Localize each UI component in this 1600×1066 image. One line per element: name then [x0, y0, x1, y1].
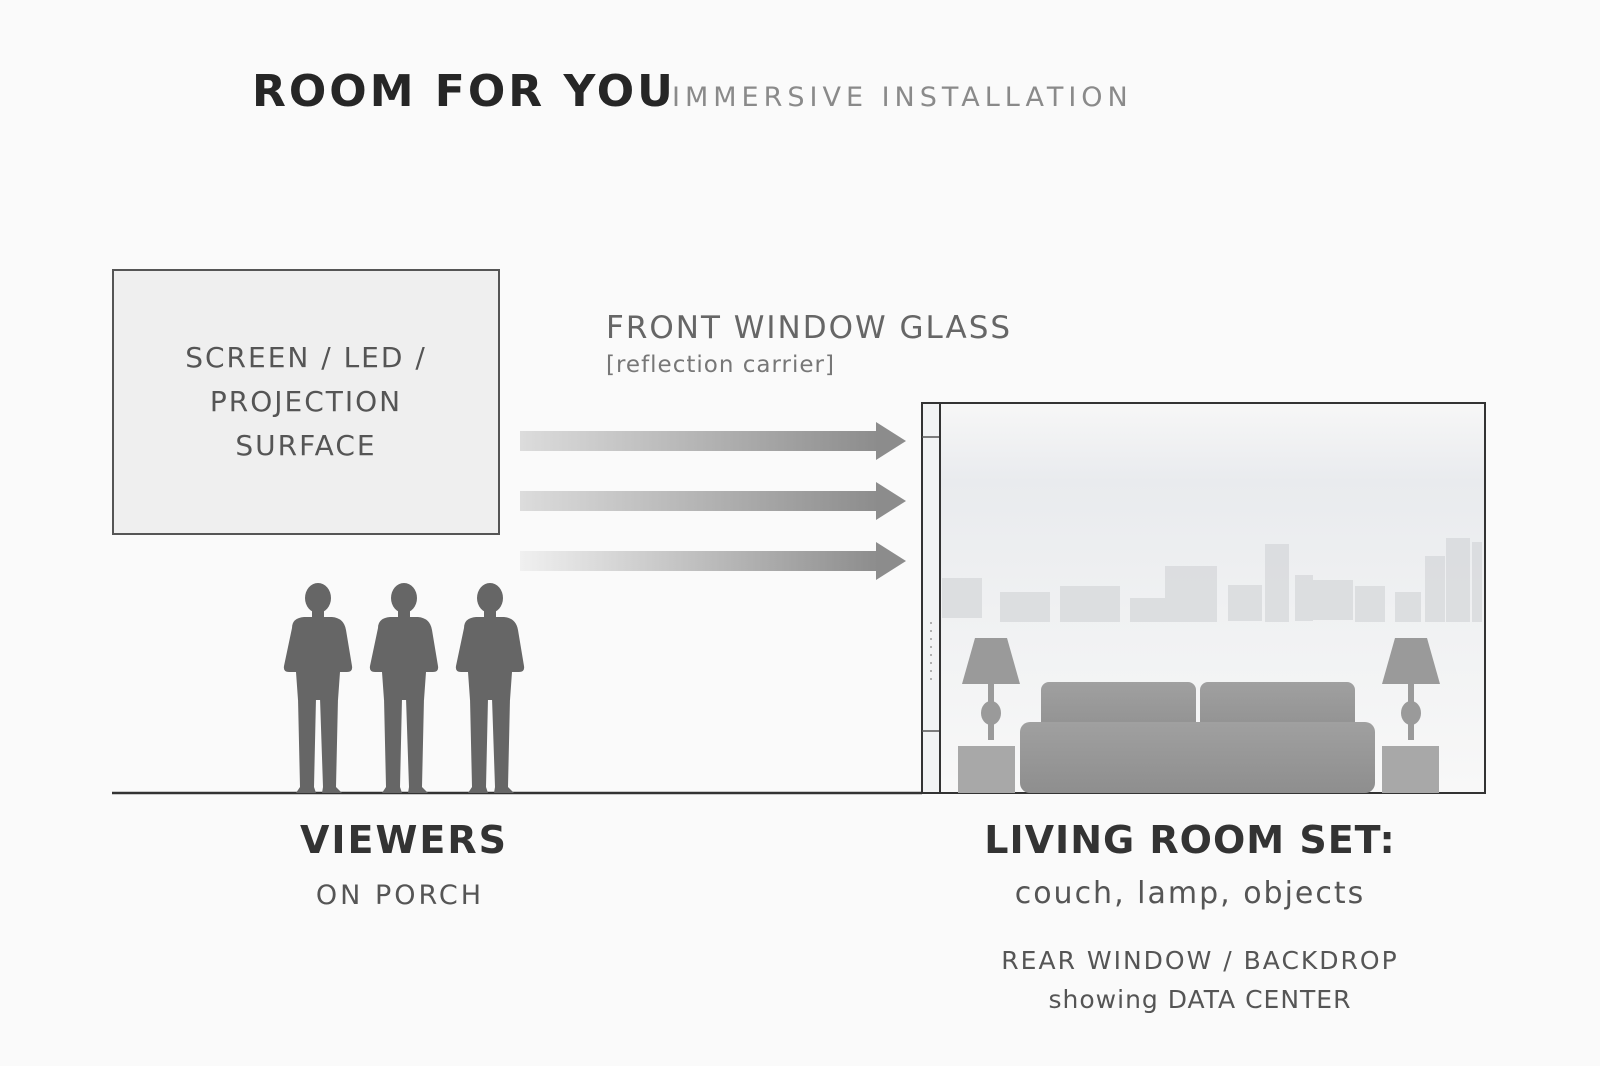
- viewers-label: VIEWERS: [300, 818, 509, 862]
- screen-label: SCREEN / LED / PROJECTION SURFACE: [112, 336, 500, 468]
- projection-screen: [112, 269, 500, 535]
- viewers-sublabel: ON PORCH: [315, 880, 485, 911]
- data-center-skyline: [942, 538, 1482, 622]
- left-side-table: [958, 746, 1015, 793]
- viewer-silhouette: [455, 583, 525, 793]
- page-subtitle: IMMERSIVE INSTALLATION: [672, 82, 1133, 113]
- front-window-label: FRONT WINDOW GLASS: [606, 310, 1013, 346]
- left-lamp: [962, 638, 1020, 740]
- living-room-set: [939, 402, 1486, 794]
- living-room-label: LIVING ROOM SET:: [984, 818, 1396, 862]
- living-room-sublabel: couch, lamp, objects: [1014, 876, 1366, 911]
- viewer-silhouette: [283, 583, 353, 793]
- screen-label-line1: SCREEN / LED /: [185, 341, 427, 374]
- right-side-table: [1382, 746, 1439, 793]
- rear-window-sublabel: showing DATA CENTER: [1048, 985, 1352, 1014]
- front-window-glass: [921, 402, 941, 794]
- screen-label-line2: PROJECTION: [209, 385, 403, 418]
- page-title: ROOM FOR YOU: [252, 66, 676, 117]
- front-window-sublabel: [reflection carrier]: [606, 352, 835, 378]
- reflection-arrow-bottom: [520, 542, 906, 580]
- reflection-arrow-top: [520, 422, 906, 460]
- viewers-silhouettes: [283, 583, 525, 793]
- couch: [1020, 682, 1375, 793]
- rear-window-label: REAR WINDOW / BACKDROP: [1001, 946, 1399, 975]
- reflection-arrows: [520, 422, 906, 580]
- reflection-arrow-middle: [520, 482, 906, 520]
- viewer-silhouette: [369, 583, 439, 793]
- right-lamp: [1382, 638, 1440, 740]
- screen-label-line3: SURFACE: [235, 429, 377, 462]
